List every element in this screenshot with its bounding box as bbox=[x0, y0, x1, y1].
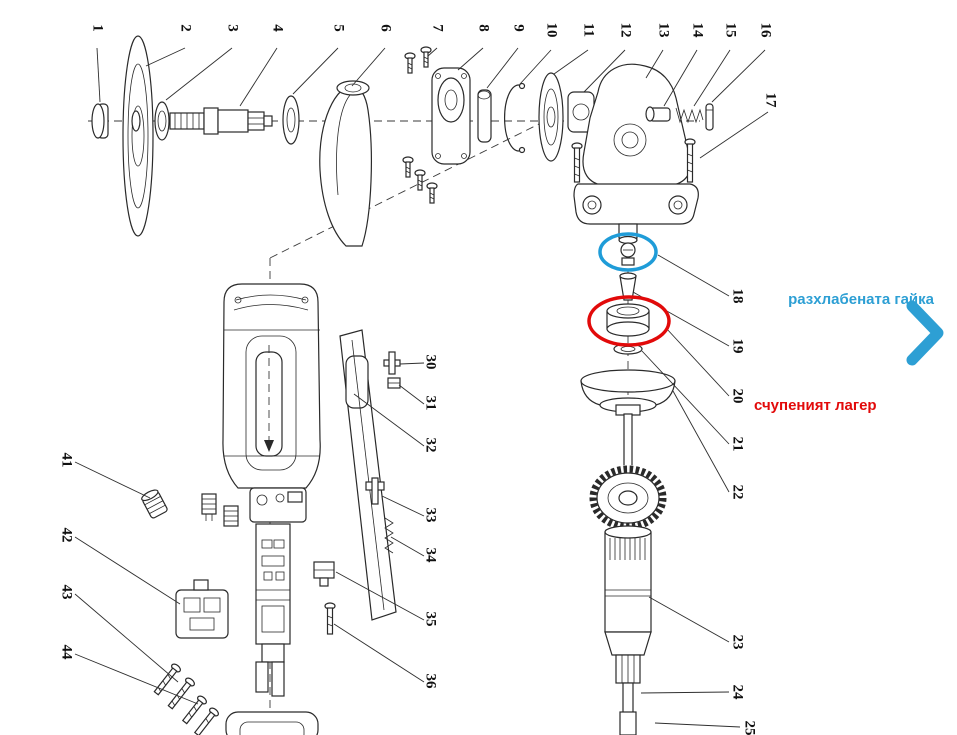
part-label-4: 4 bbox=[270, 24, 286, 32]
part-label-3: 3 bbox=[225, 24, 241, 32]
part-taper-cone bbox=[619, 272, 637, 301]
switch-cluster bbox=[249, 487, 307, 697]
part-commutator bbox=[615, 654, 641, 735]
part-gear-housing bbox=[573, 63, 699, 245]
part-label-43: 43 bbox=[59, 585, 75, 600]
part-armature bbox=[604, 525, 652, 656]
part-gear-wheel bbox=[589, 465, 667, 531]
part-field-coils bbox=[201, 493, 239, 527]
part-bearing-cover-plate bbox=[431, 67, 471, 165]
part-flange-plate bbox=[538, 72, 564, 162]
part-felt-ring bbox=[477, 89, 492, 143]
loosened-nut-highlight-circle bbox=[598, 232, 658, 272]
part-label-19: 19 bbox=[730, 339, 746, 354]
part-circlip bbox=[503, 82, 526, 154]
part-bracket-upper bbox=[383, 351, 401, 375]
part-spindle-shaft bbox=[169, 107, 273, 135]
part-label-24: 24 bbox=[730, 685, 746, 701]
part-label-16: 16 bbox=[758, 23, 774, 39]
part-bracket-lower bbox=[365, 477, 385, 505]
part-label-14: 14 bbox=[690, 23, 706, 39]
part-backing-flange bbox=[282, 95, 300, 145]
leader-lines bbox=[74, 47, 769, 728]
part-label-41: 41 bbox=[59, 453, 75, 468]
part-label-1: 1 bbox=[90, 24, 106, 32]
chevron-right-icon[interactable] bbox=[906, 300, 944, 366]
part-guard-screws bbox=[402, 46, 438, 204]
broken-bearing-highlight-circle bbox=[587, 295, 671, 347]
part-knurled-nut bbox=[141, 489, 168, 519]
part-label-5: 5 bbox=[331, 24, 347, 32]
part-brush-screw bbox=[324, 602, 336, 635]
part-label-20: 20 bbox=[730, 389, 746, 404]
part-wheel-guard bbox=[319, 80, 372, 247]
annotation-loosened-nut: разхлабената гайка bbox=[788, 291, 935, 308]
part-housing-screws bbox=[571, 138, 696, 183]
part-switch-block bbox=[175, 579, 229, 639]
part-spindle-lock-pin bbox=[645, 106, 671, 122]
part-label-15: 15 bbox=[723, 23, 739, 38]
part-label-10: 10 bbox=[544, 23, 560, 38]
part-label-31: 31 bbox=[423, 396, 439, 411]
part-cap-screws bbox=[181, 695, 219, 735]
part-label-36: 36 bbox=[423, 674, 439, 690]
part-bearing-retainer bbox=[580, 369, 676, 416]
loosened-nut-part bbox=[620, 242, 636, 266]
part-label-12: 12 bbox=[618, 23, 634, 38]
part-label-34: 34 bbox=[423, 548, 439, 564]
part-label-25: 25 bbox=[742, 721, 758, 735]
part-label-8: 8 bbox=[476, 24, 492, 32]
part-grinding-disc bbox=[122, 35, 154, 237]
part-label-33: 33 bbox=[423, 508, 439, 523]
broken-bearing-part bbox=[606, 303, 650, 337]
part-carbon-brush bbox=[313, 561, 335, 587]
part-label-13: 13 bbox=[656, 23, 672, 38]
part-label-35: 35 bbox=[423, 612, 439, 627]
part-number-labels: 1 2 3 4 5 6 7 8 9 10 11 12 13 14 15 16 1… bbox=[59, 23, 779, 735]
part-housing-screws-lower bbox=[153, 663, 195, 710]
part-label-2: 2 bbox=[178, 24, 194, 32]
part-label-32: 32 bbox=[423, 438, 439, 453]
part-label-22: 22 bbox=[730, 485, 746, 500]
part-inner-flange bbox=[154, 101, 170, 141]
part-label-23: 23 bbox=[730, 635, 746, 650]
part-label-42: 42 bbox=[59, 528, 75, 543]
motor-housing bbox=[222, 283, 321, 489]
part-lock-spring bbox=[675, 107, 704, 124]
part-label-9: 9 bbox=[511, 24, 527, 32]
part-bottom-housing bbox=[225, 711, 319, 735]
part-label-7: 7 bbox=[430, 24, 446, 32]
part-label-17: 17 bbox=[763, 93, 779, 109]
part-label-18: 18 bbox=[730, 289, 746, 304]
part-label-30: 30 bbox=[423, 355, 439, 370]
part-bracket-small bbox=[387, 377, 401, 389]
part-label-21: 21 bbox=[730, 437, 746, 452]
part-brush-spring bbox=[384, 517, 394, 554]
annotation-broken-bearing: счупеният лагер bbox=[754, 397, 877, 414]
part-label-6: 6 bbox=[378, 24, 394, 32]
part-outer-flange bbox=[91, 103, 109, 139]
part-label-11: 11 bbox=[581, 23, 597, 37]
part-lock-button-pin bbox=[705, 103, 714, 131]
part-label-44: 44 bbox=[59, 645, 75, 661]
part-brush-plate bbox=[339, 329, 397, 621]
